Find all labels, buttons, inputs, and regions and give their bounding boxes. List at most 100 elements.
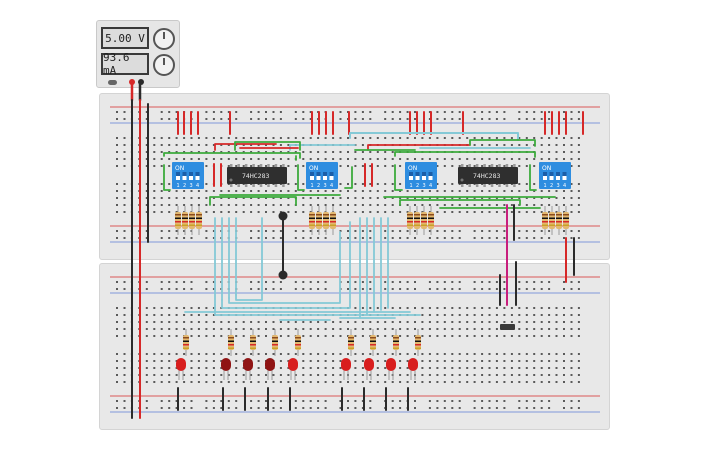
led[interactable]	[221, 358, 231, 371]
dip-switch[interactable]	[306, 162, 338, 189]
dip-switch[interactable]	[405, 162, 437, 189]
wire[interactable]	[209, 196, 297, 206]
wire[interactable]	[394, 164, 403, 191]
resistor[interactable]	[549, 206, 555, 235]
resistor[interactable]	[183, 329, 189, 356]
breadboard-hole	[145, 111, 148, 113]
resistor[interactable]	[196, 206, 202, 235]
resistor[interactable]	[330, 206, 336, 235]
breadboard-hole	[160, 281, 163, 283]
wire[interactable]	[297, 164, 305, 191]
resistor[interactable]	[542, 206, 548, 235]
led[interactable]	[386, 358, 396, 371]
wire[interactable]	[529, 164, 537, 191]
breadboard-hole	[324, 407, 327, 409]
breadboard-hole	[183, 353, 186, 355]
dip-switch[interactable]	[539, 162, 571, 189]
wire[interactable]	[399, 199, 521, 206]
wire[interactable]	[163, 152, 301, 159]
breadboard-hole	[563, 367, 565, 369]
wire[interactable]	[214, 304, 421, 316]
led[interactable]	[176, 358, 186, 371]
breadboard-hole	[428, 197, 431, 199]
dip-switch[interactable]	[172, 162, 204, 189]
led[interactable]	[408, 358, 418, 371]
breadboard-hole	[421, 314, 424, 316]
dip-toggle-lever[interactable]	[316, 172, 321, 176]
resistor[interactable]	[370, 329, 376, 356]
dip-toggle-lever[interactable]	[422, 172, 426, 176]
wire[interactable]	[214, 143, 277, 151]
wire[interactable]	[344, 166, 353, 189]
negative-terminal[interactable]	[138, 79, 144, 85]
wire[interactable]	[234, 141, 301, 151]
ic-chip-74hc283[interactable]	[458, 167, 518, 184]
dip-toggle-lever[interactable]	[189, 172, 193, 176]
dip-switch-number: 2	[416, 183, 419, 189]
resistor[interactable]	[175, 206, 181, 235]
resistor[interactable]	[428, 206, 434, 235]
breadboard-hole	[183, 190, 186, 192]
resistor[interactable]	[414, 206, 420, 235]
breadboard-hole	[488, 137, 491, 139]
resistor[interactable]	[295, 329, 301, 356]
resistor[interactable]	[309, 206, 315, 235]
resistor[interactable]	[323, 206, 329, 235]
dip-toggle-lever[interactable]	[415, 172, 420, 176]
resistor[interactable]	[407, 206, 413, 235]
wire[interactable]	[469, 139, 536, 147]
led[interactable]	[341, 358, 351, 371]
dip-toggle-lever[interactable]	[329, 172, 334, 176]
breadboard-hole	[533, 165, 536, 167]
wire[interactable]	[235, 217, 263, 301]
dip-toggle-lever[interactable]	[409, 172, 413, 176]
wire[interactable]	[367, 144, 471, 151]
resistor[interactable]	[228, 329, 234, 356]
slide-switch[interactable]	[500, 324, 515, 330]
wire[interactable]	[349, 132, 519, 141]
power-switch[interactable]	[108, 80, 117, 85]
resistor[interactable]	[421, 206, 427, 235]
dip-toggle-lever[interactable]	[195, 172, 200, 176]
current-knob[interactable]	[153, 54, 175, 76]
dip-toggle-lever[interactable]	[428, 172, 433, 176]
breadboard-hole	[160, 237, 163, 239]
resistor[interactable]	[563, 206, 569, 235]
dip-toggle-lever[interactable]	[556, 172, 560, 176]
led[interactable]	[243, 358, 253, 371]
wires[interactable]	[130, 82, 584, 419]
breadboard-hole	[443, 165, 446, 167]
resistor[interactable]	[316, 206, 322, 235]
wire[interactable]	[163, 164, 171, 191]
power-supply[interactable]: 5.00 V 93.6 mA	[96, 20, 180, 88]
wire-endpoint[interactable]	[278, 211, 288, 221]
dip-toggle-lever[interactable]	[543, 172, 547, 176]
resistor[interactable]	[556, 206, 562, 235]
breadboard-hole	[250, 165, 253, 167]
resistor[interactable]	[182, 206, 188, 235]
resistor[interactable]	[348, 329, 354, 356]
wire[interactable]	[228, 231, 341, 304]
wire[interactable]	[394, 151, 536, 158]
dip-toggle-lever[interactable]	[176, 172, 180, 176]
dip-toggle-lever[interactable]	[549, 172, 554, 176]
dip-toggle-lever[interactable]	[562, 172, 567, 176]
dip-toggle-lever[interactable]	[310, 172, 314, 176]
resistor[interactable]	[189, 206, 195, 235]
led[interactable]	[265, 358, 275, 371]
resistor[interactable]	[393, 329, 399, 356]
dip-toggle-lever[interactable]	[323, 172, 327, 176]
voltage-knob[interactable]	[153, 28, 175, 50]
resistor[interactable]	[250, 329, 256, 356]
resistor[interactable]	[272, 329, 278, 356]
positive-terminal[interactable]	[129, 79, 135, 85]
wire-endpoint[interactable]	[278, 270, 288, 280]
resistor[interactable]	[415, 329, 421, 356]
wire[interactable]	[221, 221, 351, 309]
dip-toggle-lever[interactable]	[182, 172, 187, 176]
ic-chip-74hc283[interactable]	[227, 167, 287, 184]
led[interactable]	[364, 358, 374, 371]
led[interactable]	[288, 358, 298, 371]
